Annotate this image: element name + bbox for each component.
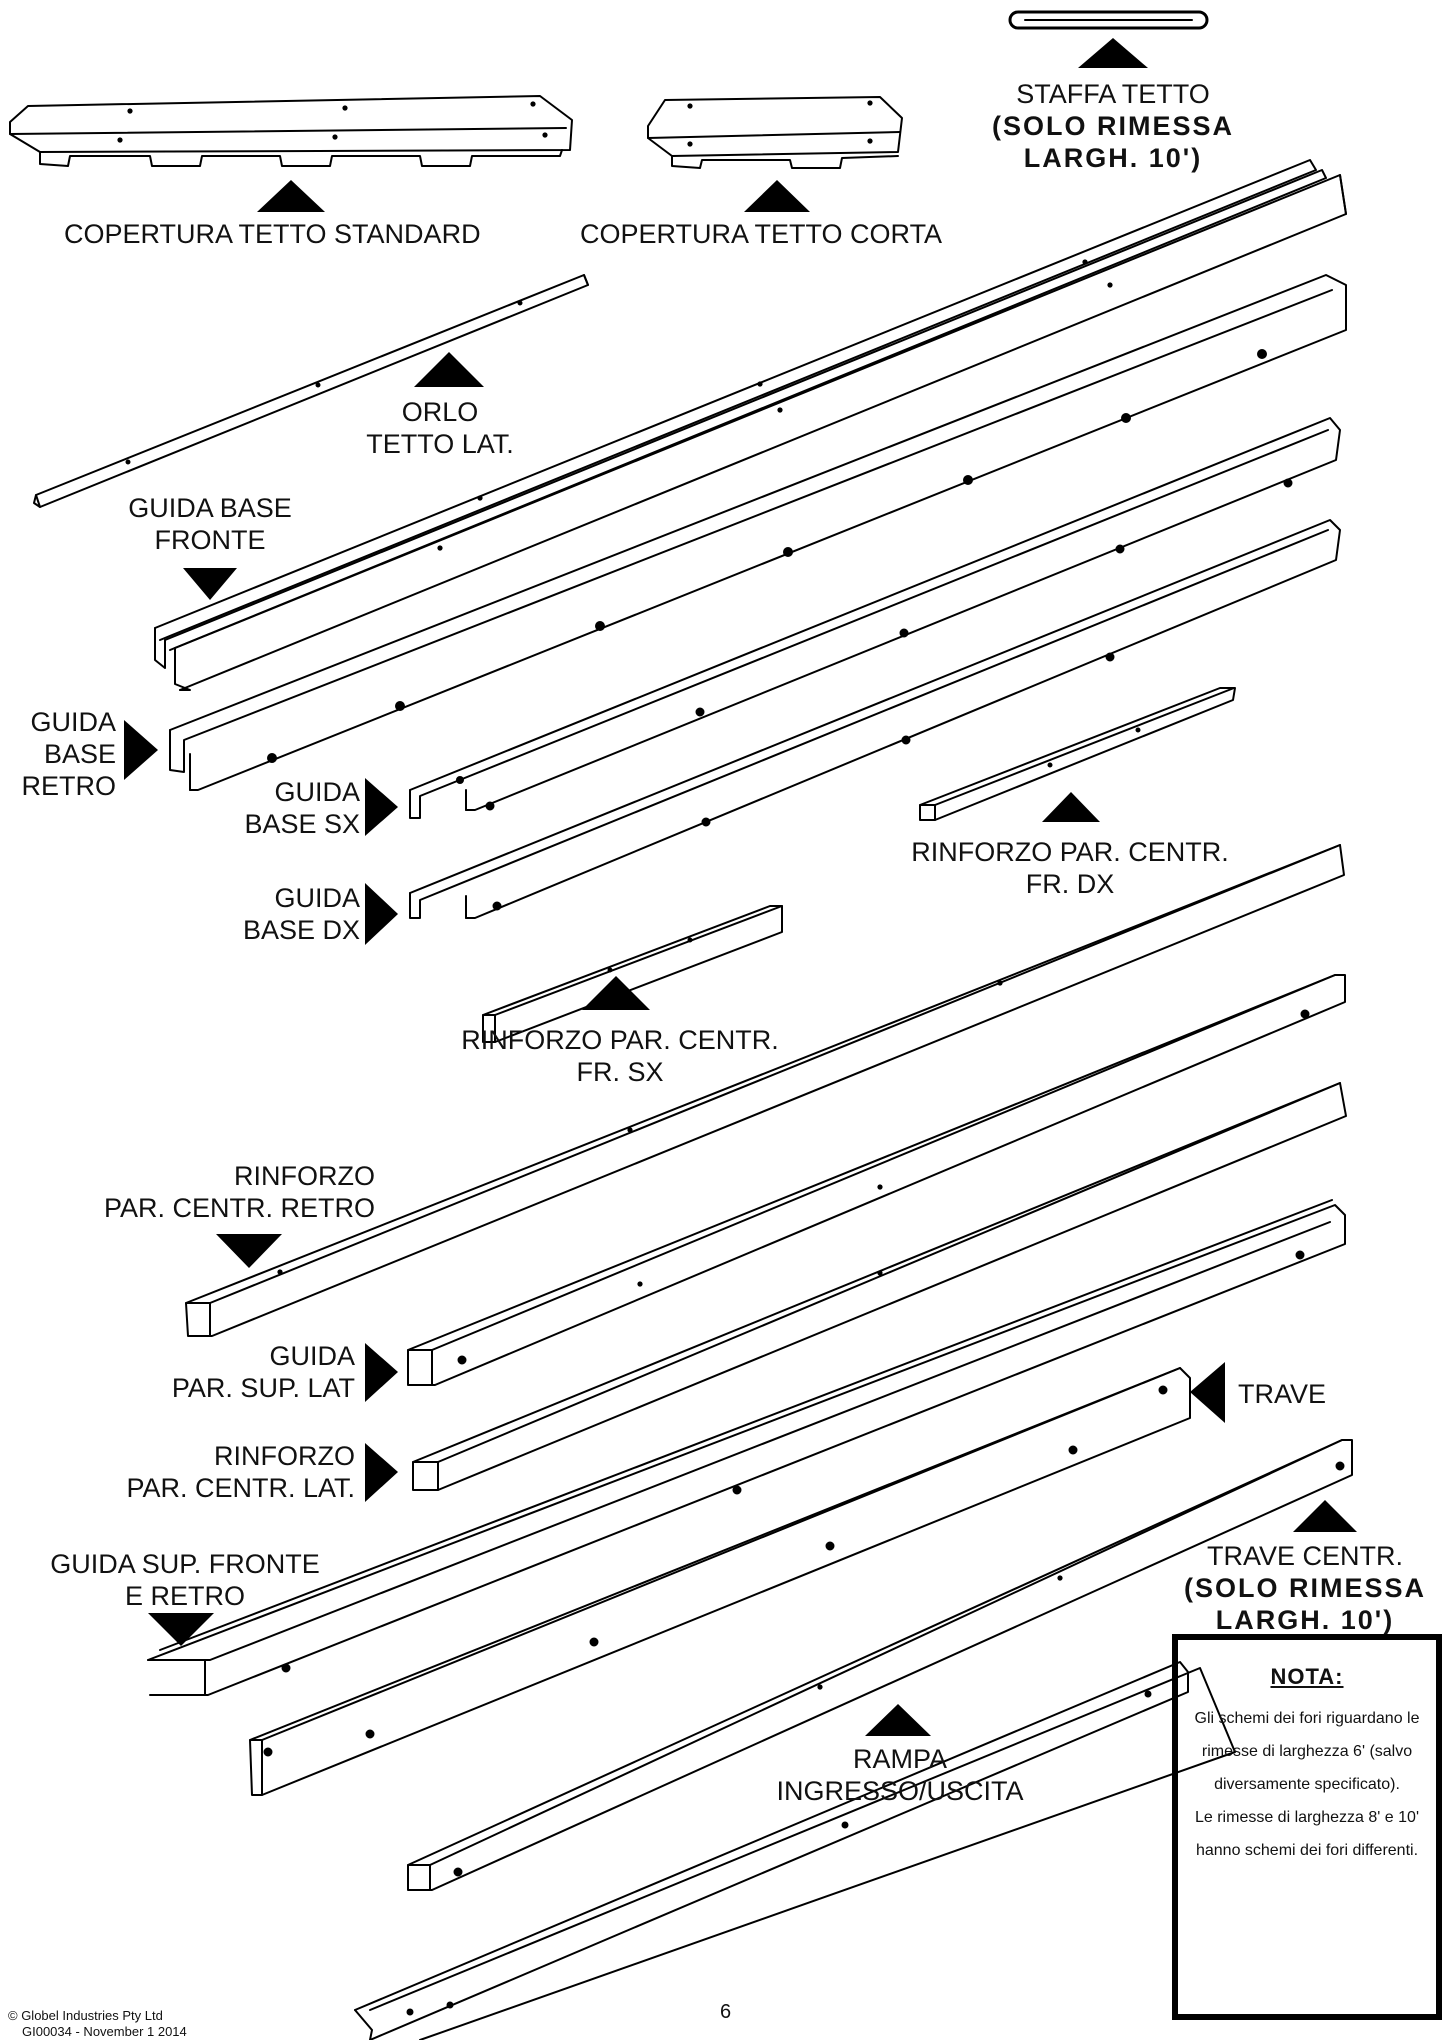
short-roof-cap-part (647, 96, 903, 169)
top-rail-label: GUIDA SUP. FRONTE E RETRO (20, 1548, 350, 1612)
upper-side-wall-rail-part (407, 974, 1346, 1386)
top-rail-pointer (148, 1613, 214, 1646)
center-rafter-label: TRAVE CENTR. (SOLO RIMESSA LARGH. 10') (1170, 1540, 1440, 1636)
ramp-label: RAMPA INGRESSO/USCITA (740, 1743, 1060, 1807)
right-base-name-1: GUIDA (274, 883, 360, 913)
brace-side-name-2: PAR. CENTR. LAT. (126, 1473, 355, 1503)
trim-name-1: ORLO (401, 397, 479, 427)
upper-side-name-2: PAR. SUP. LAT (171, 1373, 355, 1403)
roof-bracket-name: STAFFA TETTO (1016, 79, 1210, 109)
right-base-pointer (365, 883, 398, 945)
brace-fr-dx-label: RINFORZO PAR. CENTR. FR. DX (880, 836, 1260, 900)
brace-fr-sx-name-2: FR. SX (576, 1057, 664, 1087)
rear-base-name-3: RETRO (21, 771, 117, 801)
roof-bracket-pointer (1078, 38, 1148, 68)
rear-base-label: GUIDA BASE RETRO (0, 706, 117, 802)
left-base-name-1: GUIDA (274, 777, 360, 807)
rear-center-wall-brace-part (185, 844, 1345, 1337)
standard-cap-pointer (257, 180, 325, 212)
note-line-3: diversamente specificato). (1214, 1776, 1400, 1793)
front-left-center-wall-brace-part (482, 905, 783, 1043)
ramp-name-1: RAMPA (852, 1744, 947, 1774)
front-base-rail-part (154, 159, 1347, 691)
page-number: 6 (720, 2001, 732, 2023)
brace-side-pointer (365, 1443, 398, 1502)
brace-fr-dx-name-1: RINFORZO PAR. CENTR. (911, 837, 1229, 867)
note-text: Gli schemi dei fori riguardano le rimess… (1178, 1702, 1436, 1867)
brace-fr-sx-label: RINFORZO PAR. CENTR. FR. SX (430, 1024, 810, 1088)
upper-side-label: GUIDA PAR. SUP. LAT (140, 1340, 355, 1404)
center-rafter-note-2: LARGH. 10') (1215, 1605, 1395, 1635)
brace-side-label: RINFORZO PAR. CENTR. LAT. (90, 1440, 355, 1504)
right-base-name-2: BASE DX (242, 915, 360, 945)
front-base-name-1: GUIDA BASE (128, 493, 292, 523)
brace-fr-sx-name-1: RINFORZO PAR. CENTR. (461, 1025, 779, 1055)
rafter-pointer (1190, 1362, 1225, 1423)
standard-cap-label: COPERTURA TETTO STANDARD (64, 219, 481, 249)
doc-id: GI00034 - November 1 2014 (22, 2024, 187, 2039)
ramp-pointer (865, 1704, 931, 1736)
front-right-center-wall-brace-part (919, 687, 1236, 821)
standard-roof-cap-part (9, 95, 573, 167)
front-rear-top-rail-part (249, 1367, 1191, 1796)
roof-bracket-label: STAFFA TETTO (SOLO RIMESSA LARGH. 10') (983, 78, 1243, 174)
rear-base-name-1: GUIDA (30, 707, 116, 737)
brace-rear-label: RINFORZO PAR. CENTR. RETRO (40, 1160, 375, 1224)
rafter-label: TRAVE (1238, 1379, 1327, 1409)
trim-label: ORLO TETTO LAT. (340, 396, 540, 460)
trim-pointer (414, 352, 484, 387)
right-base-label: GUIDA BASE DX (190, 882, 360, 946)
left-base-label: GUIDA BASE SX (190, 776, 360, 840)
ramp-name-2: INGRESSO/USCITA (776, 1776, 1024, 1806)
roof-bracket-part (1008, 10, 1209, 30)
short-cap-pointer (744, 180, 810, 212)
note-line-4: Le rimesse di larghezza 8' e 10' (1194, 1809, 1419, 1826)
left-base-rail-part (409, 417, 1341, 819)
roof-bracket-note-2: LARGH. 10') (1023, 143, 1203, 173)
brace-side-name-1: RINFORZO (214, 1441, 355, 1471)
front-base-name-2: FRONTE (154, 525, 266, 555)
brace-fr-dx-name-2: FR. DX (1025, 869, 1115, 899)
brace-rear-name-2: PAR. CENTR. RETRO (103, 1193, 375, 1223)
copyright: © Globel Industries Pty Ltd (8, 2008, 163, 2023)
rear-base-pointer (124, 720, 158, 780)
roof-bracket-note-1: (SOLO RIMESSA (991, 111, 1234, 141)
top-rail-name-1: GUIDA SUP. FRONTE (50, 1549, 320, 1579)
front-base-label: GUIDA BASE FRONTE (100, 492, 320, 556)
short-cap-label: COPERTURA TETTO CORTA (580, 219, 943, 249)
center-rafter-note-1: (SOLO RIMESSA (1183, 1573, 1426, 1603)
entry-ramp-part (354, 1661, 1236, 2040)
brace-rear-pointer (216, 1234, 282, 1268)
right-base-rail-part (409, 519, 1341, 919)
upper-side-name-1: GUIDA (269, 1341, 355, 1371)
top-rail-name-2: E RETRO (124, 1581, 245, 1611)
side-roof-trim-part (33, 274, 589, 508)
center-rafter-name-1: TRAVE CENTR. (1206, 1541, 1403, 1571)
left-base-name-2: BASE SX (244, 809, 360, 839)
note-title: NOTA: (1270, 1664, 1344, 1689)
brace-fr-dx-pointer (1042, 792, 1100, 822)
rafter-part (147, 1199, 1346, 1696)
trim-name-2: TETTO LAT. (366, 429, 514, 459)
front-base-pointer (183, 568, 237, 600)
note-box: NOTA: Gli schemi dei fori riguardano le … (1172, 1634, 1442, 2020)
brace-rear-name-1: RINFORZO (234, 1161, 375, 1191)
rear-base-name-2: BASE (43, 739, 116, 769)
note-line-5: hanno schemi dei fori differenti. (1195, 1842, 1419, 1859)
rear-base-rail-part (169, 274, 1347, 791)
center-rafter-part (407, 1439, 1353, 1891)
side-center-wall-brace-part (412, 1082, 1347, 1491)
note-line-1: Gli schemi dei fori riguardano le (1194, 1710, 1420, 1727)
note-line-2: rimesse di larghezza 6' (salvo (1201, 1743, 1413, 1760)
upper-side-pointer (365, 1343, 398, 1402)
center-rafter-pointer (1293, 1500, 1357, 1532)
brace-fr-sx-pointer (582, 976, 650, 1010)
left-base-pointer (365, 778, 398, 836)
